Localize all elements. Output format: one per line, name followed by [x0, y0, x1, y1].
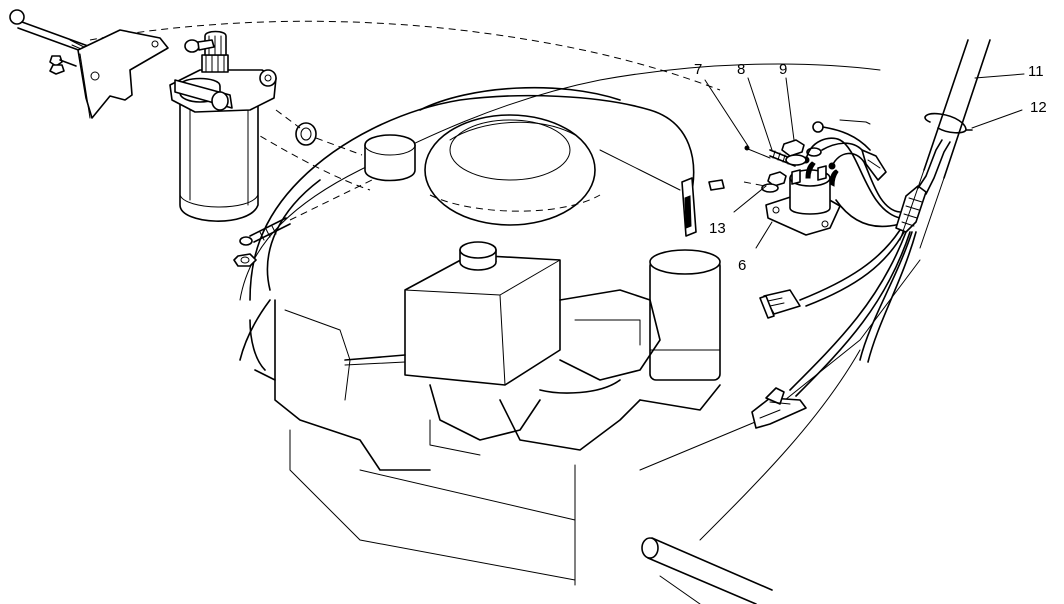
callout-9: 9	[779, 61, 787, 78]
fuel-tank	[404, 254, 561, 386]
callout-13: 13	[709, 220, 726, 237]
callout-11: 11	[1028, 63, 1044, 80]
lower-axle	[641, 537, 773, 604]
air-cleaner-cover	[424, 114, 596, 226]
mounting-stud	[233, 217, 291, 267]
mower-deck-frame	[89, 20, 921, 586]
starter-bracket	[77, 29, 169, 119]
callout-8: 8	[737, 61, 745, 78]
terminal-screw-7	[744, 145, 771, 159]
handle-tube	[899, 39, 991, 249]
callout-12: 12	[1030, 99, 1047, 116]
small-screw	[49, 55, 77, 75]
wire-clamp	[924, 112, 973, 134]
leader-lines	[704, 73, 1025, 249]
callout-6: 6	[738, 257, 746, 274]
terminal-nut-9	[781, 139, 807, 166]
solenoid-wires	[805, 137, 901, 228]
engine-block	[239, 86, 721, 471]
solenoid-assembly	[765, 156, 841, 236]
oil-filter	[649, 259, 721, 381]
callout-7: 7	[694, 61, 702, 78]
spacer-washer	[295, 122, 317, 146]
starter-motor	[169, 30, 277, 222]
terminal-nut-13	[761, 171, 787, 193]
heat-shield-plate	[681, 177, 725, 237]
starter-through-bolt	[9, 9, 89, 53]
small-bolt	[184, 39, 215, 53]
